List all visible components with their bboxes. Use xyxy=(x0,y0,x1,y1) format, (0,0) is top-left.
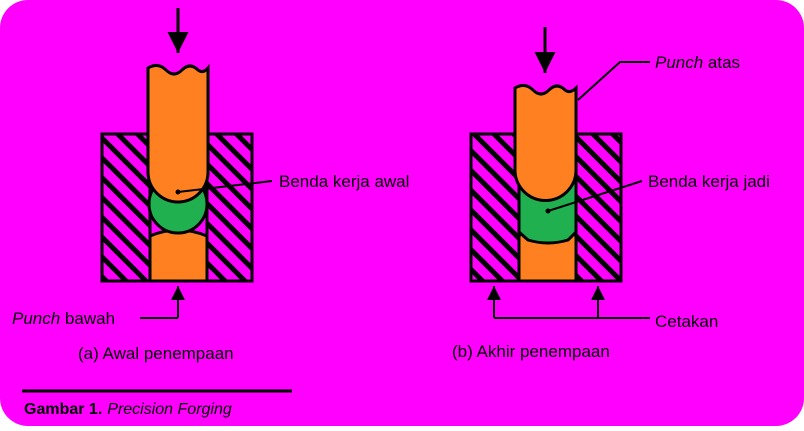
caption-a: (a) Awal penempaan xyxy=(78,344,234,363)
workpiece-leader-dot-b xyxy=(545,208,551,214)
top-punch-label-rest: atas xyxy=(703,53,740,72)
figure-caption: Gambar 1. Precision Forging xyxy=(24,401,232,418)
workpiece-label-b: Benda kerja jadi xyxy=(648,172,770,191)
workpiece-leader-b xyxy=(547,180,643,212)
die-left-b xyxy=(469,132,521,283)
panel-b: Punch atas Benda kerja jadi Cetakan (b) … xyxy=(452,27,770,361)
top-punch-leader xyxy=(577,61,650,101)
die-right-b xyxy=(574,132,623,283)
caption-b: (b) Akhir penempaan xyxy=(452,342,610,361)
panel-a: Benda kerja awal Punch bawah (a) Awal pe… xyxy=(12,8,409,363)
upper-punch-a xyxy=(146,63,210,204)
die-label: Cetakan xyxy=(655,312,718,331)
top-punch-label: Punch atas xyxy=(655,53,740,72)
figure-caption-bold: Gambar 1. xyxy=(24,401,102,418)
figure-caption-italic: Precision Forging xyxy=(107,401,232,418)
top-punch-label-italic: Punch xyxy=(655,53,703,72)
workpiece-label-a: Benda kerja awal xyxy=(279,172,409,191)
upper-punch-b xyxy=(513,83,578,202)
bottom-punch-label-italic: Punch xyxy=(12,309,60,328)
lower-punch-a xyxy=(148,228,209,283)
workpiece-leader-dot-a xyxy=(175,189,181,195)
workpiece-leader-a xyxy=(177,180,273,193)
die-right-a xyxy=(205,132,254,283)
bottom-punch-label: Punch bawah xyxy=(12,309,115,328)
die-left-a xyxy=(100,132,152,283)
bottom-punch-label-rest: bawah xyxy=(60,309,115,328)
